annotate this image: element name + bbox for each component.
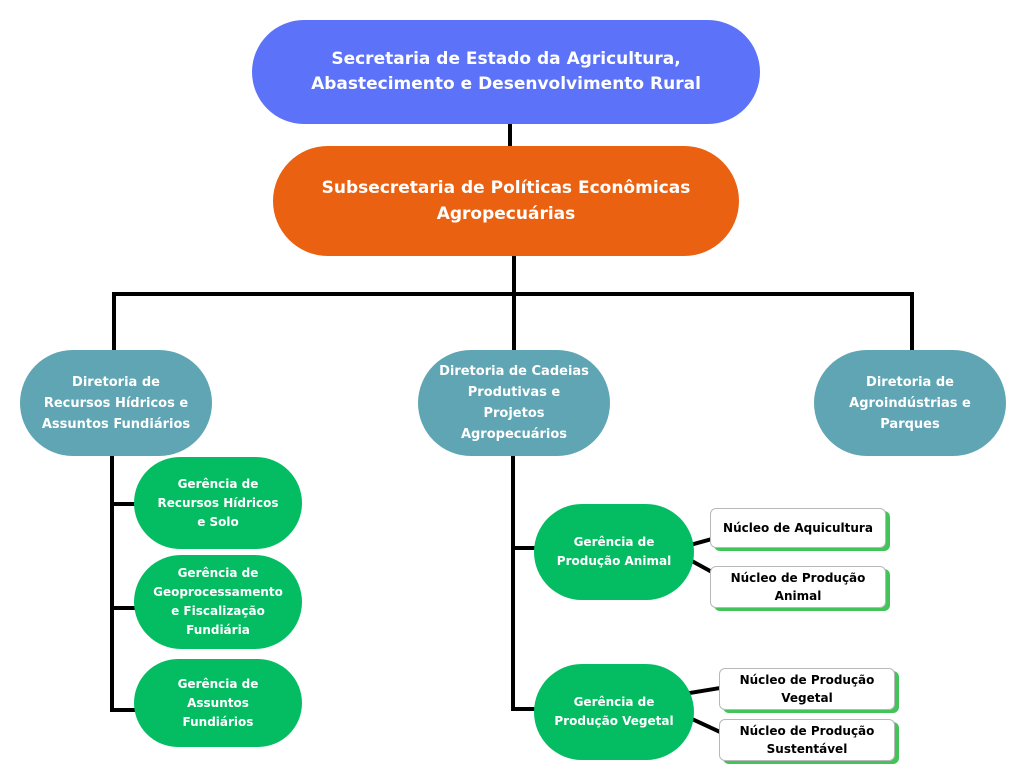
gerencia-recursos-hidricos-solo-node: Gerência de Recursos Hídricos e Solo	[134, 457, 302, 549]
connector-animal-aquicultura	[687, 536, 715, 548]
gerencia-label: Gerência de Recursos Hídricos e Solo	[157, 476, 279, 529]
gerencia-producao-vegetal-node: Gerência de Produção Vegetal	[534, 664, 694, 760]
diretoria-cadeias-produtivas-node: Diretoria de Cadeias Produtivas e Projet…	[418, 350, 610, 456]
diretoria-label: Diretoria de Recursos Hídricos e Assunto…	[41, 374, 191, 432]
gerencia-label: Gerência de Assuntos Fundiários	[177, 676, 259, 729]
secretaria-node: Secretaria de Estado da Agricultura, Aba…	[252, 20, 760, 124]
nucleo-label: Núcleo de Produção Animal	[730, 571, 866, 603]
gerencia-label: Gerência de Geoprocessamento e Fiscaliza…	[153, 566, 283, 637]
subsecretaria-label: Subsecretaria de Políticas Econômicas Ag…	[321, 178, 691, 224]
gerencia-producao-animal-node: Gerência de Produção Animal	[534, 504, 694, 600]
gerencia-assuntos-fundiarios-node: Gerência de Assuntos Fundiários	[134, 659, 302, 747]
nucleo-aquicultura-node: Núcleo de Aquicultura	[710, 508, 886, 548]
diretoria-agroindustrias-node: Diretoria de Agroindústrias e Parques	[814, 350, 1006, 456]
nucleo-label: Núcleo de Produção Sustentável	[739, 724, 875, 756]
diretoria-recursos-hidricos-node: Diretoria de Recursos Hídricos e Assunto…	[20, 350, 212, 456]
nucleo-producao-vegetal-node: Núcleo de Produção Vegetal	[719, 668, 895, 710]
connector-animal-nucleo-animal	[687, 557, 715, 575]
gerencia-label: Gerência de Produção Vegetal	[554, 695, 674, 728]
connector-vegetal-nucleo-vegetal	[687, 685, 723, 696]
nucleo-label: Núcleo de Produção Vegetal	[739, 673, 875, 705]
gerencia-geoprocessamento-node: Gerência de Geoprocessamento e Fiscaliza…	[134, 555, 302, 649]
subsecretaria-node: Subsecretaria de Políticas Econômicas Ag…	[273, 146, 739, 256]
gerencia-label: Gerência de Produção Animal	[556, 535, 672, 568]
nucleo-producao-sustentavel-node: Núcleo de Produção Sustentável	[719, 719, 895, 761]
secretaria-label: Secretaria de Estado da Agricultura, Aba…	[311, 49, 701, 94]
diretoria-label: Diretoria de Cadeias Produtivas e Projet…	[439, 364, 589, 442]
nucleo-label: Núcleo de Aquicultura	[723, 521, 873, 535]
diretoria-label: Diretoria de Agroindústrias e Parques	[849, 374, 971, 432]
connector-vegetal-nucleo-sustentavel	[687, 715, 723, 735]
nucleo-producao-animal-node: Núcleo de Produção Animal	[710, 566, 886, 608]
